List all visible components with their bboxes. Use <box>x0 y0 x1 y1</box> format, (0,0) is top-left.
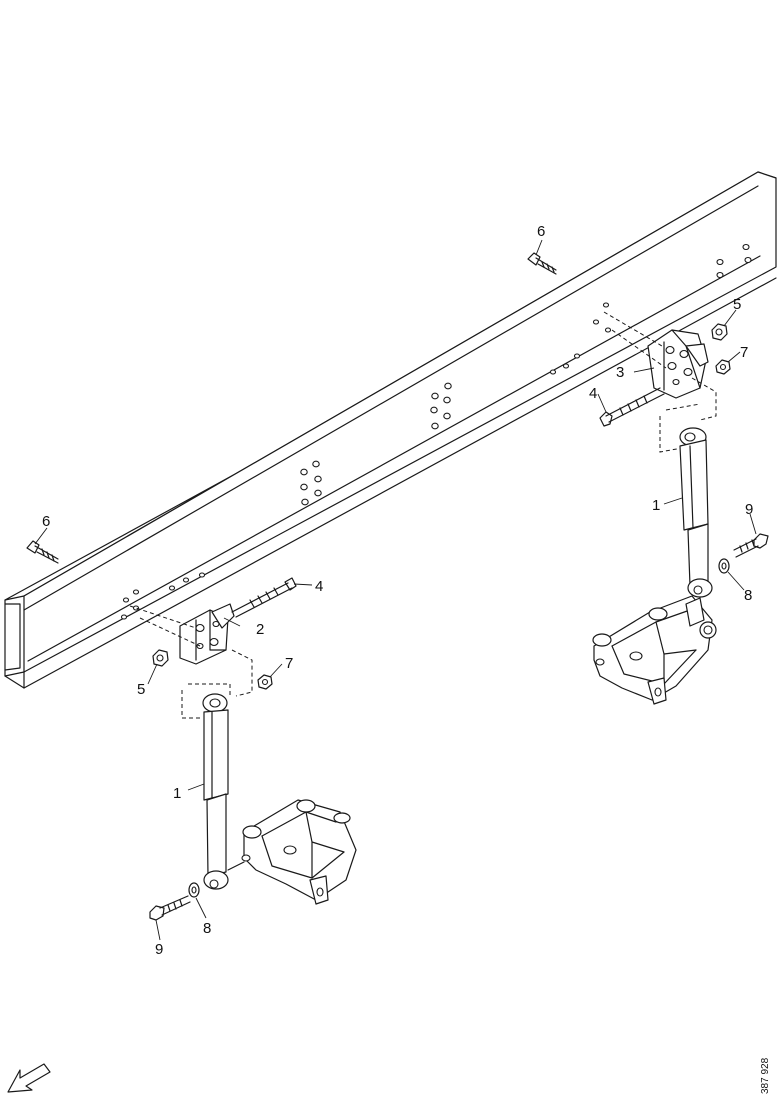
right-nut <box>711 309 737 341</box>
document-number: 387 928 <box>760 1057 771 1094</box>
right-long-bolt <box>597 387 665 427</box>
left-shock-absorber <box>181 683 231 890</box>
callout-5-right: 5 <box>733 296 741 313</box>
right-nut-7 <box>691 351 741 421</box>
rail-holes <box>120 243 752 620</box>
frame-rail <box>4 171 777 689</box>
callout-9-left: 9 <box>155 941 163 958</box>
arrow-down-left-icon <box>7 1063 51 1093</box>
callout-4-left: 4 <box>315 578 323 595</box>
callout-labels: 6 6 5 7 3 4 1 9 8 4 2 7 5 1 8 9 <box>42 223 753 958</box>
right-lower-bolt <box>718 513 769 591</box>
callout-4-right: 4 <box>589 385 597 402</box>
left-nut-7 <box>231 649 283 697</box>
callout-7-left: 7 <box>285 655 293 672</box>
right-shock-absorber <box>659 403 713 598</box>
left-bolt <box>26 527 59 564</box>
left-nut <box>147 649 169 685</box>
callout-8-left: 8 <box>203 920 211 937</box>
callout-6-top: 6 <box>537 223 545 240</box>
callout-1-left: 1 <box>173 785 181 802</box>
left-lower-bolt <box>149 882 207 941</box>
callout-6-left: 6 <box>42 513 50 530</box>
left-bracket <box>129 603 241 665</box>
callout-8-right: 8 <box>744 587 752 604</box>
right-axle-bracket <box>592 595 717 705</box>
left-axle-bracket <box>227 799 357 905</box>
left-long-bolt <box>231 577 313 618</box>
callout-5-left: 5 <box>137 681 145 698</box>
callout-9-right: 9 <box>745 501 753 518</box>
callout-3: 3 <box>616 364 624 381</box>
top-bolt <box>527 239 557 275</box>
callout-1-right: 1 <box>652 497 660 514</box>
callout-7-right: 7 <box>740 344 748 361</box>
callout-2: 2 <box>256 621 264 638</box>
right-bracket <box>603 311 709 399</box>
